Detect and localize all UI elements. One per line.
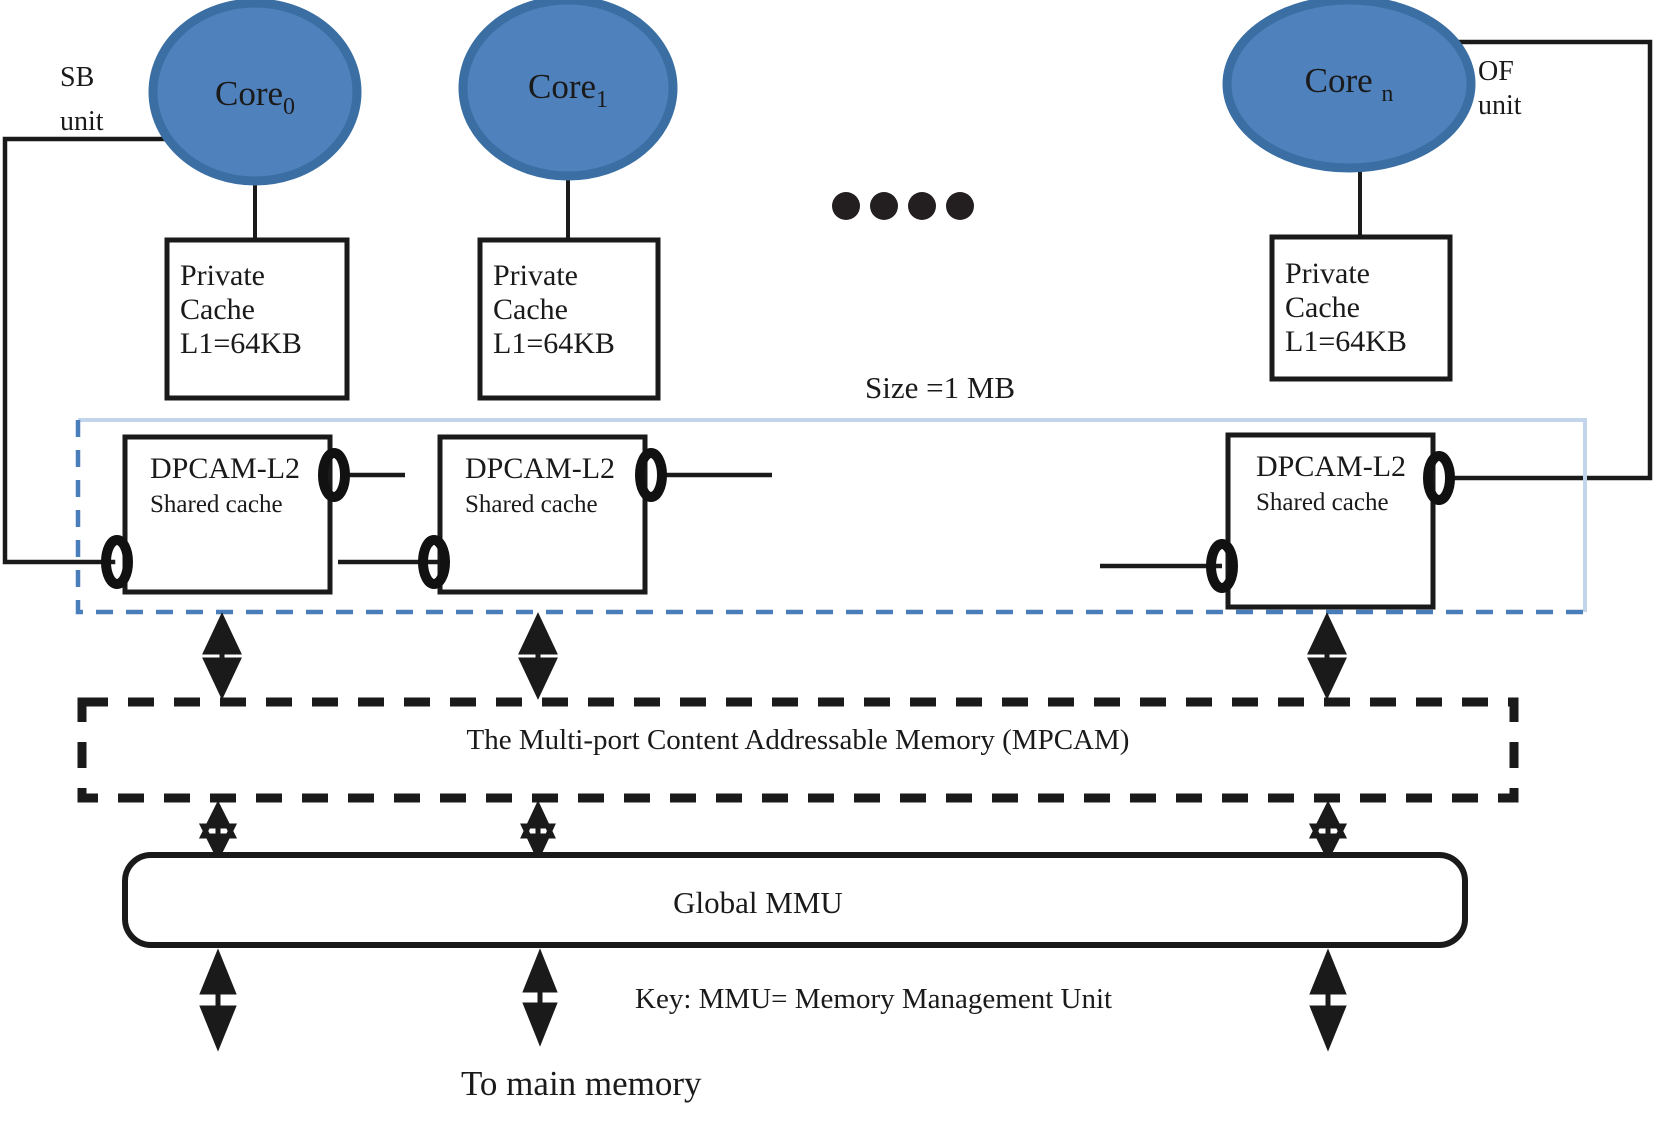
core-1-shape[interactable] xyxy=(458,0,678,181)
shared-cache-n-port-right xyxy=(1423,451,1455,505)
shared-cache-1-subtitle: Shared cache xyxy=(465,491,598,518)
bidir-arrow xyxy=(202,612,242,700)
sb-unit-line2: unit xyxy=(60,106,104,137)
shared-cache-1-title: DPCAM-L2 xyxy=(465,452,615,485)
core-n-shape[interactable] xyxy=(1222,0,1476,173)
of-unit-line1: OF xyxy=(1478,56,1514,87)
private-cache-1[interactable]: Private Cache L1=64KB xyxy=(477,237,661,401)
shared-cache-1-box[interactable] xyxy=(437,434,648,595)
ellipsis-dot xyxy=(870,192,898,220)
private-cache-n-line2: Cache xyxy=(1285,291,1360,324)
mpcam-title: The Multi-port Content Addressable Memor… xyxy=(467,724,1130,756)
shared-cache-n-title: DPCAM-L2 xyxy=(1256,450,1406,483)
shared-cache-1[interactable]: DPCAM-L2 Shared cache xyxy=(418,434,667,595)
shared-cache-0-subtitle: Shared cache xyxy=(150,491,283,518)
private-cache-n[interactable]: Private Cache L1=64KB xyxy=(1269,234,1453,382)
ellipsis-dot xyxy=(946,192,974,220)
sb-unit-wire xyxy=(2,136,178,565)
ellipsis-dot xyxy=(832,192,860,220)
arrows-mpcam-to-mmu xyxy=(198,800,1348,862)
private-cache-1-box[interactable] xyxy=(477,237,661,401)
arrows-mmu-to-main-memory xyxy=(199,948,1347,1052)
bidir-arrow xyxy=(198,800,238,862)
private-cache-0-line2: Cache xyxy=(180,293,255,326)
private-cache-0-line3: L1=64KB xyxy=(180,327,302,360)
private-cache-1-line1: Private xyxy=(493,259,578,292)
global-mmu-title: Global MMU xyxy=(673,885,843,920)
bidir-arrow xyxy=(518,612,558,700)
shared-cache-0-port-left xyxy=(101,535,133,589)
shared-cache-1-port-right xyxy=(635,448,667,502)
shared-cache-0-box[interactable] xyxy=(122,434,333,595)
shared-cache-region-light-border xyxy=(78,418,1587,612)
bidir-arrow xyxy=(1308,800,1348,862)
bidir-arrow xyxy=(520,800,556,862)
of-unit-wire xyxy=(1408,39,1653,481)
shared-cache-0-title: DPCAM-L2 xyxy=(150,452,300,485)
arrows-sharedcache-to-mpcam xyxy=(202,612,1347,700)
private-cache-1-line3: L1=64KB xyxy=(493,327,615,360)
main-memory-label: To main memory xyxy=(461,1064,702,1103)
shared-cache-region-dashed-border xyxy=(75,420,1585,615)
private-cache-0-box[interactable] xyxy=(164,237,350,401)
mpcam-block[interactable]: The Multi-port Content Addressable Memor… xyxy=(77,697,1519,803)
ellipsis-dot xyxy=(908,192,936,220)
core-n-label: Core n xyxy=(1305,61,1394,107)
shared-cache-n[interactable]: DPCAM-L2 Shared cache xyxy=(1206,432,1455,610)
core-1-label: Core1 xyxy=(528,67,608,113)
ellipsis-dots xyxy=(832,192,974,220)
core-0[interactable]: Core0 xyxy=(148,0,362,186)
core-0-label: Core0 xyxy=(215,74,295,120)
global-mmu-block[interactable]: Global MMU xyxy=(122,852,1468,948)
private-cache-0[interactable]: Private Cache L1=64KB xyxy=(164,237,350,401)
shared-cache-n-box[interactable] xyxy=(1225,432,1436,610)
private-cache-0-line1: Private xyxy=(180,259,265,292)
bidir-arrow xyxy=(1307,612,1347,700)
bidir-arrow xyxy=(199,948,237,1052)
of-unit-line2: unit xyxy=(1478,90,1522,121)
core-0-shape[interactable] xyxy=(148,0,362,186)
core-n[interactable]: Core n xyxy=(1222,0,1476,173)
bidir-arrow xyxy=(522,948,558,1047)
private-cache-n-box[interactable] xyxy=(1269,234,1453,382)
shared-cache-0[interactable]: DPCAM-L2 Shared cache xyxy=(101,434,350,595)
private-cache-1-line2: Cache xyxy=(493,293,568,326)
shared-cache-size-label: Size =1 MB xyxy=(865,370,1015,405)
private-cache-n-line3: L1=64KB xyxy=(1285,325,1407,358)
sb-unit-label: SB unit xyxy=(60,62,104,137)
global-mmu-box[interactable] xyxy=(122,852,1468,948)
private-cache-n-line1: Private xyxy=(1285,257,1370,290)
of-unit-label: OF unit xyxy=(1478,56,1522,121)
shared-cache-0-port-right xyxy=(318,448,350,502)
bidir-arrow xyxy=(1309,948,1347,1052)
shared-cache-n-subtitle: Shared cache xyxy=(1256,489,1389,516)
sb-unit-line1: SB xyxy=(60,62,94,93)
shared-cache-1-port-left xyxy=(418,535,450,589)
key-note: Key: MMU= Memory Management Unit xyxy=(635,983,1112,1015)
mpcam-box[interactable] xyxy=(77,697,1519,803)
shared-cache-n-port-left xyxy=(1206,539,1238,593)
core-1[interactable]: Core1 xyxy=(458,0,678,181)
